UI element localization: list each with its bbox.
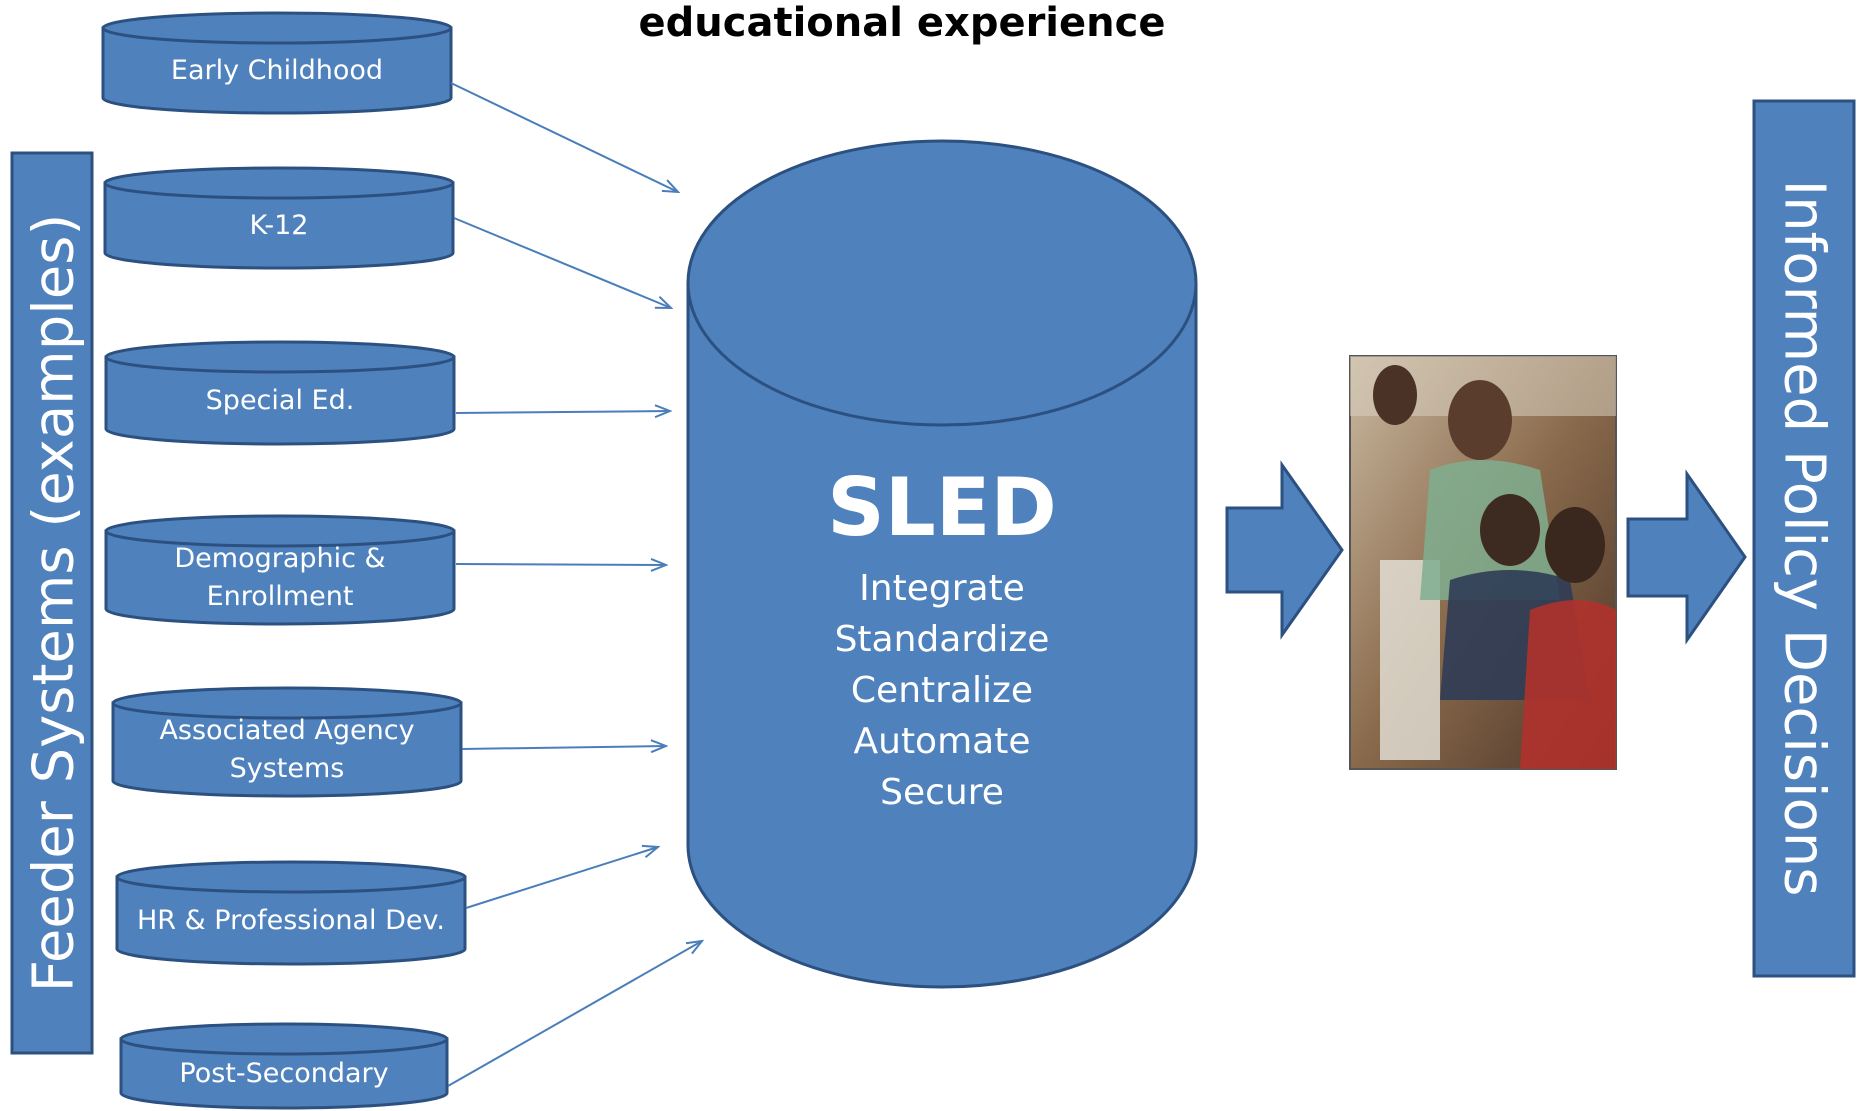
sled-capability: Automate [854,721,1031,762]
connector-arrow-special-ed [455,411,670,413]
feeder-label: Special Ed. [206,385,355,416]
feeder-cylinder-demographic-enrollment: Demographic & Enrollment [104,514,456,626]
feeder-cylinder-post-secondary: Post-Secondary [119,1022,449,1110]
connector-arrow-early-childhood [450,82,678,192]
feeder-label: Early Childhood [171,55,383,86]
feeder-label: Post-Secondary [179,1058,388,1089]
feeder-systems-label: Feeder Systems (examples) [22,214,87,993]
feeder-cylinder-early-childhood: Early Childhood [101,11,453,115]
connector-arrow-post-secondary [447,941,702,1087]
feeder-cylinder-hr-professional-dev: HR & Professional Dev. [115,860,467,966]
block-arrow-to-decisions [1626,469,1747,645]
connector-arrow-associated-agency-systems [461,746,666,749]
feeder-label: Associated Agency [159,715,414,746]
feeder-label: Enrollment [207,581,354,612]
sled-capability: Integrate [859,568,1025,609]
sled-capability: Standardize [835,619,1050,660]
feeder-systems-bar: Feeder Systems (examples) [10,151,94,1055]
feeder-label: Systems [230,753,345,784]
block-arrow-to-photo [1225,460,1344,640]
feeder-cylinder-special-ed: Special Ed. [104,340,456,446]
sled-capability: Secure [880,772,1004,813]
feeder-label: HR & Professional Dev. [137,905,445,936]
connector-arrow-k-12 [453,217,671,308]
informed-policy-bar: Informed Policy Decisions [1752,99,1856,978]
informed-policy-label: Informed Policy Decisions [1772,180,1837,897]
sled-title: SLED [827,461,1057,554]
connector-arrow-demographic-enrollment [455,564,666,565]
students-photo [1349,355,1617,770]
feeder-label: K-12 [250,210,309,241]
feeder-cylinder-k-12: K-12 [103,166,455,270]
feeder-label: Demographic & [174,543,385,574]
feeder-connectors [447,82,702,1087]
sled-cylinder: SLED IntegrateStandardizeCentralizeAutom… [686,139,1198,989]
diagram-title: educational experience [639,0,1166,46]
connector-arrow-hr-professional-dev [465,847,658,909]
sled-capability: Centralize [851,670,1033,711]
